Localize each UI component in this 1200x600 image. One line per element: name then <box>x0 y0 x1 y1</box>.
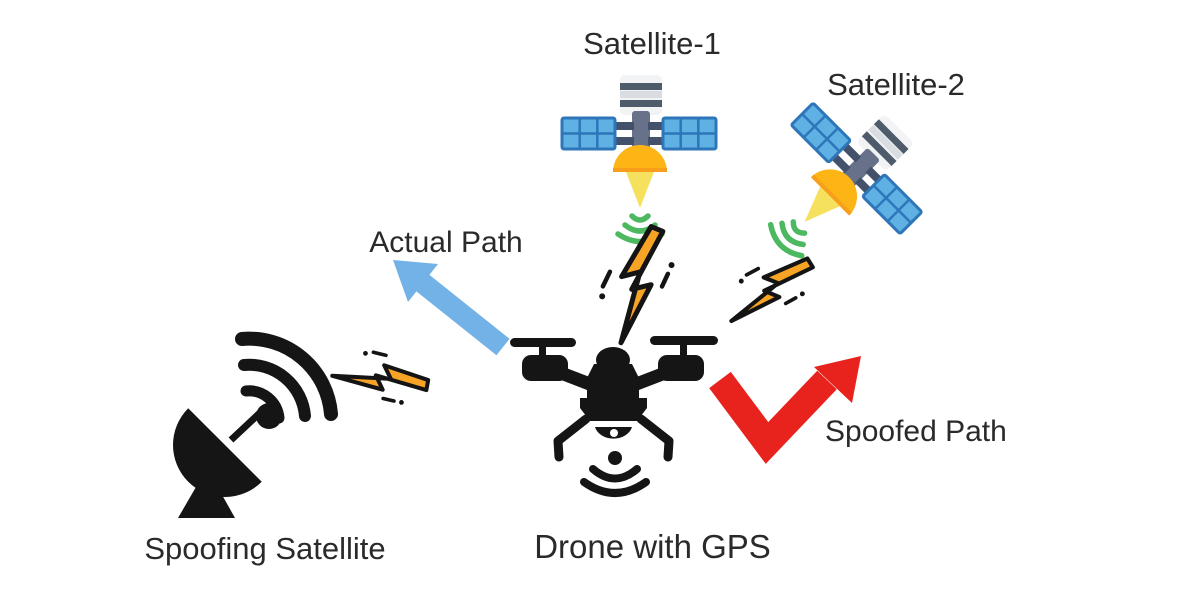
gps-signal-dot <box>608 451 622 465</box>
satellite-1-label: Satellite-1 <box>583 26 721 61</box>
spoofing-satellite-label: Spoofing Satellite <box>144 531 386 566</box>
actual-path-label: Actual Path <box>369 226 523 259</box>
spoofed-path-label: Spoofed Path <box>825 415 1007 448</box>
spoofed-path-arrow <box>709 356 861 464</box>
dish-antenna-icon <box>173 331 338 518</box>
drone-label: Drone with GPS <box>534 528 771 565</box>
broadcast-waves-icon <box>235 331 338 424</box>
actual-path-arrow <box>393 260 510 356</box>
satellite-2-label: Satellite-2 <box>827 67 965 102</box>
lightning-bolt-icon-satellite1 <box>595 219 688 353</box>
gps-signal-waves-icon <box>580 465 650 497</box>
drone-icon <box>510 336 718 497</box>
